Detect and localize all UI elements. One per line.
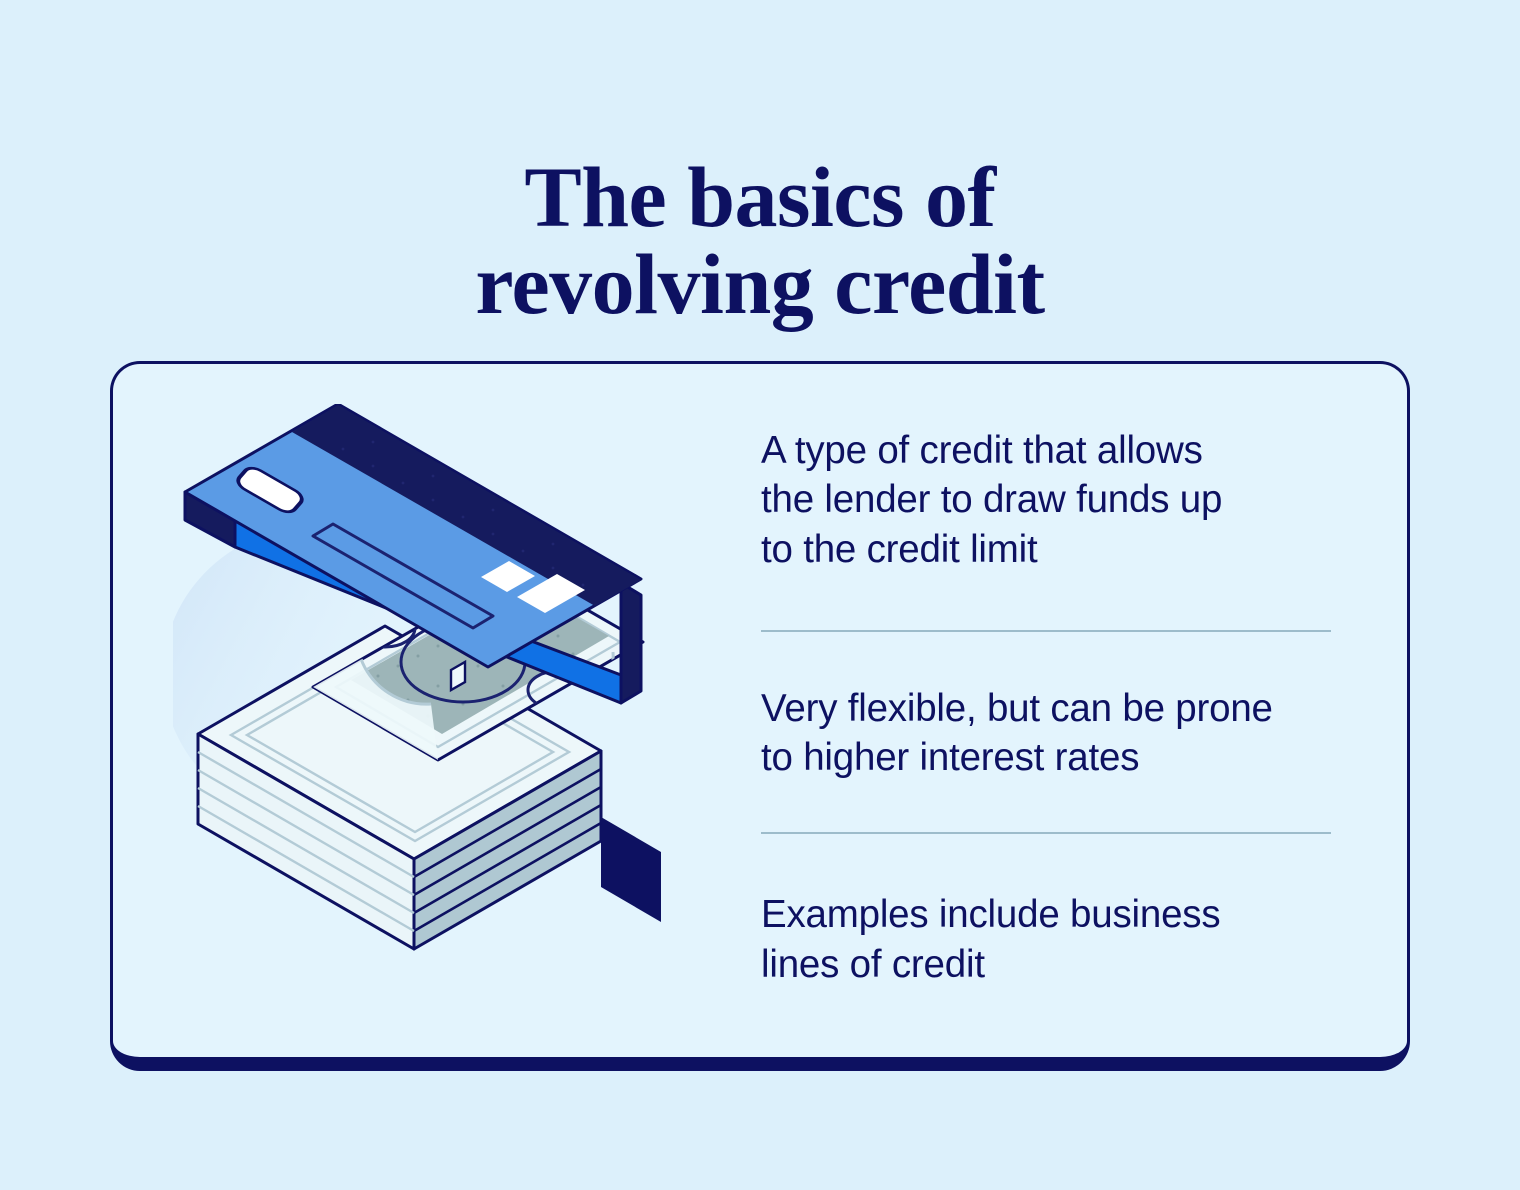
credit-card-over-cash-stack-illustration [173, 404, 793, 1024]
spacer [761, 632, 1331, 684]
fact-item-examples: Examples include business lines of credi… [761, 893, 1221, 986]
fact-divider-1 [761, 629, 1331, 632]
cash-stack-right-bill-lines [413, 767, 602, 933]
cash-stack-right-face [412, 749, 603, 951]
card-right-edge [619, 581, 643, 705]
facts-list: A type of credit that allows the lender … [761, 426, 1331, 989]
stripe-halftone [341, 440, 585, 587]
banknote-curl-edge [359, 658, 432, 706]
spacer [761, 834, 1331, 890]
fact-divider-2 [761, 832, 1331, 835]
banknote-curl-highlight [313, 659, 438, 760]
fact-item-definition: A type of credit that allows the lender … [761, 429, 1223, 571]
card-chip-icon [236, 466, 304, 514]
card-corner-highlight [449, 659, 467, 693]
fact-item-flexibility: Very flexible, but can be prone to highe… [761, 686, 1273, 780]
cash-stack-left-bill-lines [197, 750, 415, 933]
card-signature-panel [311, 522, 495, 630]
card-magnetic-stripe [292, 405, 641, 606]
content-panel: A type of credit that allows the lender … [110, 361, 1410, 1071]
card-number-marks [481, 561, 585, 613]
spacer [761, 782, 1331, 832]
illustration-svg [173, 404, 661, 951]
spacer [761, 574, 1331, 630]
page-title: The basics of revolving credit [475, 148, 1045, 333]
drop-shadow-icon [601, 817, 661, 922]
